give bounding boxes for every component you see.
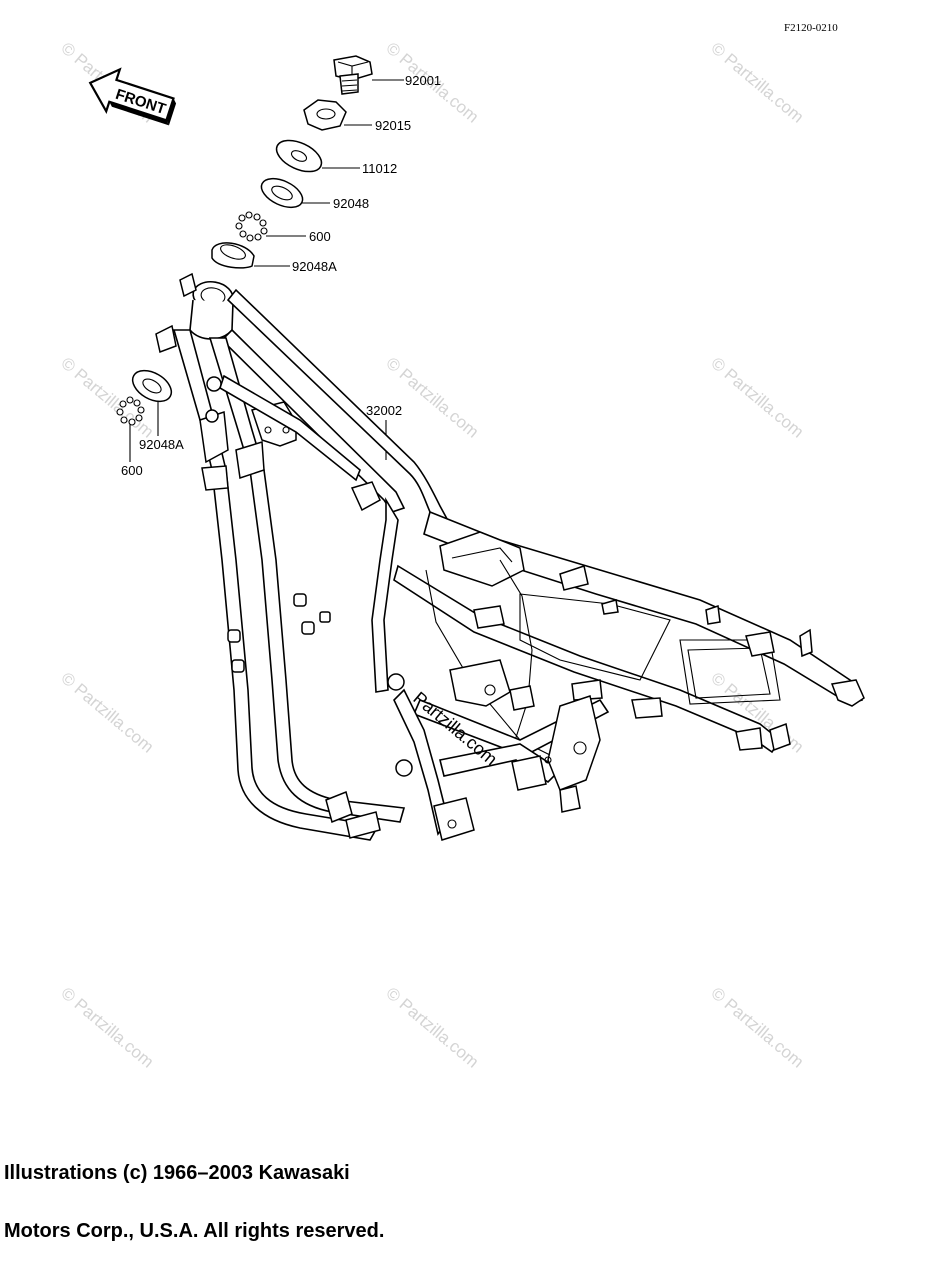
label-92048A-lower: 92048A: [139, 437, 184, 452]
copyright-line-2: Motors Corp., U.S.A. All rights reserved…: [4, 1220, 385, 1242]
bolt-92001: [333, 55, 373, 95]
watermark: © Partzilla.com: [57, 669, 157, 757]
watermark: © Partzilla.com: [382, 354, 482, 442]
label-11012: 11012: [362, 161, 397, 176]
label-600-lower: 600: [121, 463, 143, 478]
watermark: © Partzilla.com: [707, 354, 807, 442]
label-92048-top: 92048: [333, 196, 369, 211]
reference-code: F2120-0210: [784, 22, 838, 34]
label-32002: 32002: [366, 403, 402, 418]
race-92048: [260, 177, 304, 209]
watermark: © Partzilla.com: [57, 984, 157, 1072]
watermark-group: © Partzilla.com © Partzilla.com © Partzi…: [57, 39, 807, 1072]
watermark: © Partzilla.com: [57, 354, 157, 442]
motorcycle-frame-32002: [155, 272, 865, 841]
label-92048A-top: 92048A: [292, 259, 337, 274]
cap-11012: [275, 139, 323, 173]
watermark: © Partzilla.com: [382, 984, 482, 1072]
label-92015: 92015: [375, 118, 411, 133]
watermark: © Partzilla.com: [707, 984, 807, 1072]
label-92001: 92001: [405, 73, 441, 88]
watermark: © Partzilla.com: [707, 39, 807, 127]
lock-washer-92015: [303, 99, 347, 131]
ball-bearing-600-lower: [116, 396, 145, 426]
copyright-notice: Illustrations (c) 1966–2003 Kawasaki Mot…: [4, 1130, 384, 1275]
race-92048A-top: [211, 242, 255, 269]
ball-bearing-600-top: [235, 211, 268, 242]
copyright-line-1: Illustrations (c) 1966–2003 Kawasaki: [4, 1162, 350, 1184]
frame-parts-diagram: © Partzilla.com © Partzilla.com © Partzi…: [57, 22, 865, 1072]
label-600-top: 600: [309, 229, 331, 244]
race-92048A-lower: [131, 369, 173, 403]
